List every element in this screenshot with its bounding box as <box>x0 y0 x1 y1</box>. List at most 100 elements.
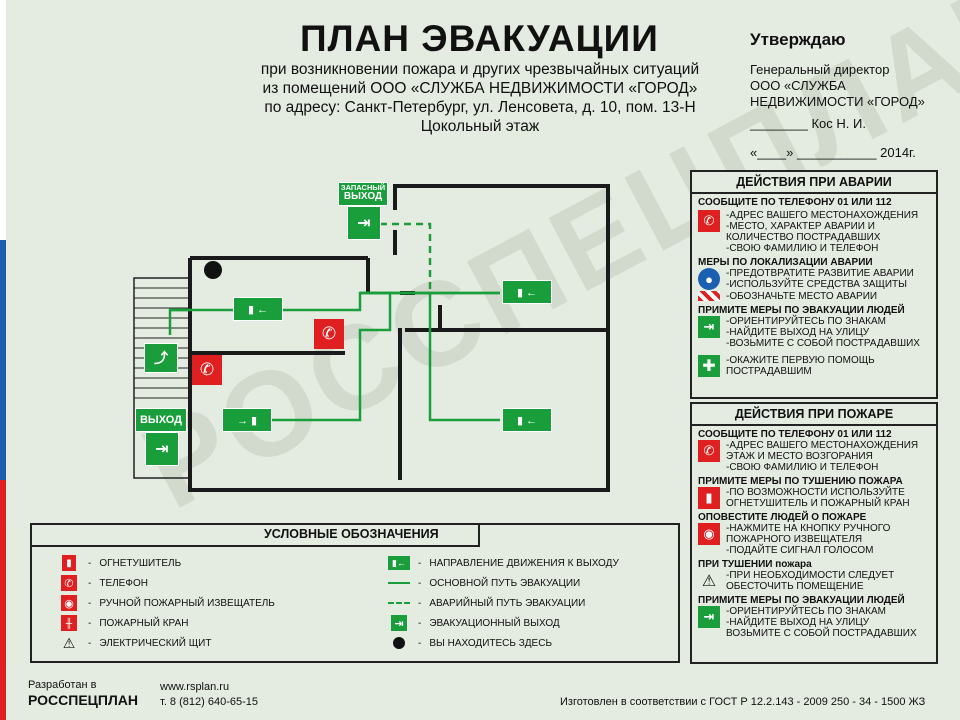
approval-date: «____» ___________ 2014г. <box>750 145 916 160</box>
approval-line2: ООО «СЛУЖБА <box>750 78 846 93</box>
dash: - <box>88 637 92 649</box>
you-are-here-icon <box>393 637 405 649</box>
legend-label: ВЫ НАХОДИТЕСЬ ЗДЕСЬ <box>429 637 552 649</box>
walls <box>188 184 610 492</box>
legend-title: УСЛОВНЫЕ ОБОЗНАЧЕНИЯ <box>32 525 480 547</box>
legend-item: ⚠ - ЭЛЕКТРИЧЕСКИЙ ЩИТ <box>58 633 388 653</box>
text-line: -ОРИЕНТИРУЙТЕСЬ ПО ЗНАКАМ <box>726 316 886 327</box>
legend-item: - ВЫ НАХОДИТЕСЬ ЗДЕСЬ <box>388 633 668 653</box>
direction-sign-2: → ▮ <box>222 408 272 432</box>
dash: - <box>418 637 422 649</box>
legend-label: ОСНОВНОЙ ПУТЬ ЭВАКУАЦИИ <box>429 577 581 589</box>
phone-icon: ✆ <box>61 575 77 591</box>
phone-icon: ✆ <box>698 440 720 462</box>
fire-hydrant-icon: ╫ <box>61 615 77 631</box>
dash: - <box>418 597 422 609</box>
spare-exit-line2: ВЫХОД <box>343 191 383 202</box>
floor-plan <box>133 184 610 492</box>
legend-label: ПОЖАРНЫЙ КРАН <box>99 617 189 629</box>
text-line: -НАЖМИТЕ НА КНОПКУ РУЧНОГО <box>726 523 891 534</box>
you-are-here-icon <box>204 261 222 279</box>
subtitle-line-4: Цокольный этаж <box>420 118 540 135</box>
evacuation-exit-icon: ⇥ <box>698 316 720 338</box>
text-line: -АДРЕС ВАШЕГО МЕСТОНАХОЖДЕНИЯ <box>726 210 919 221</box>
legend-item: - ОСНОВНОЙ ПУТЬ ЭВАКУАЦИИ <box>388 573 668 593</box>
text-line: ЭТАЖ И МЕСТО ВОЗГОРАНИЯ <box>726 451 873 462</box>
legend-label: АВАРИЙНЫЙ ПУТЬ ЭВАКУАЦИИ <box>429 597 586 609</box>
protection-icon: ● <box>698 268 720 290</box>
solid-line-icon <box>388 581 410 585</box>
emergency-evacuation-route <box>380 222 432 293</box>
approval-signature: ________ Кос Н. И. <box>750 116 866 131</box>
text-line: -ОБОЗНАЧЬТЕ МЕСТО АВАРИИ <box>726 291 878 302</box>
legend-item: ◉ - РУЧНОЙ ПОЖАРНЫЙ ИЗВЕЩАТЕЛЬ <box>58 593 388 613</box>
legend-label: НАПРАВЛЕНИЕ ДВИЖЕНИЯ К ВЫХОДУ <box>429 557 619 569</box>
subtitle-line-1: при возникновении пожара и других чрезвы… <box>260 61 700 78</box>
fire-section-5-heading: ПРИМИТЕ МЕРЫ ПО ЭВАКУАЦИИ ЛЮДЕЙ <box>698 595 905 606</box>
footer-standard: Изготовлен в соответствии с ГОСТ Р 12.2.… <box>560 696 926 708</box>
legend-item: ✆ - ТЕЛЕФОН <box>58 573 388 593</box>
direction-sign-4: ▮ ← <box>502 408 552 432</box>
text-line: -АДРЕС ВАШЕГО МЕСТОНАХОЖДЕНИЯ <box>726 440 919 451</box>
approval-heading: Утверждаю <box>750 30 846 49</box>
accident-panel: ДЕЙСТВИЯ ПРИ АВАРИИ СООБЩИТЕ ПО ТЕЛЕФОНУ… <box>690 170 938 399</box>
fire-alarm-icon: ◉ <box>698 523 720 545</box>
text-line: ВОЗЬМИТЕ С СОБОЙ ПОСТРАДАВШИХ <box>726 628 917 639</box>
legend-label: ЭВАКУАЦИОННЫЙ ВЫХОД <box>429 617 560 629</box>
extinguisher-icon: ▮ <box>62 555 76 571</box>
direction-arrow-icon: ▮← <box>388 556 410 570</box>
accident-panel-title: ДЕЙСТВИЯ ПРИ АВАРИИ <box>692 172 936 194</box>
legend-item: ╫ - ПОЖАРНЫЙ КРАН <box>58 613 388 633</box>
fire-alarm-icon: ◉ <box>61 595 77 611</box>
dash: - <box>418 577 422 589</box>
dash: - <box>88 617 92 629</box>
stairs <box>133 277 191 479</box>
text-line: -ОКАЖИТЕ ПЕРВУЮ ПОМОЩЬ <box>726 355 875 366</box>
text-line: -ПО ВОЗМОЖНОСТИ ИСПОЛЬЗУЙТЕ <box>726 487 905 498</box>
phone-icon: ✆ <box>698 210 720 232</box>
text-line: ПОСТРАДАВШИМ <box>726 366 812 377</box>
text-line: -НАЙДИТЕ ВЫХОД НА УЛИЦУ <box>726 617 870 628</box>
dash: - <box>88 557 92 569</box>
dash: - <box>88 577 92 589</box>
text-line: -ПРИ НЕОБХОДИМОСТИ СЛЕДУЕТ <box>726 570 895 581</box>
accident-section-2-heading: МЕРЫ ПО ЛОКАЛИЗАЦИИ АВАРИИ <box>698 257 873 268</box>
electric-hazard-icon: ⚠ <box>62 634 76 651</box>
footer-phone: т. 8 (812) 640-65-15 <box>160 696 258 708</box>
legend-label: ЭЛЕКТРИЧЕСКИЙ ЩИТ <box>99 637 212 649</box>
fire-section-4-heading: ПРИ ТУШЕНИИ пожара <box>698 559 812 570</box>
text-line: -НАЙДИТЕ ВЫХОД НА УЛИЦУ <box>726 327 870 338</box>
electric-hazard-icon: ⚠ <box>701 573 717 590</box>
legend-item: ⇥ - ЭВАКУАЦИОННЫЙ ВЫХОД <box>388 613 668 633</box>
flag-stripe <box>0 0 6 720</box>
hazard-stripe-icon <box>698 291 720 301</box>
subtitle-line-3: по адресу: Санкт-Петербург, ул. Ленсовет… <box>264 99 696 116</box>
footer-site: www.rsplan.ru <box>160 681 230 693</box>
first-aid-icon: ✚ <box>698 355 720 377</box>
footer-dev-label: Разработан в <box>28 679 97 691</box>
evacuation-exit-icon: ⇥ <box>698 606 720 628</box>
subtitle-line-2: из помещений ООО «СЛУЖБА НЕДВИЖИМОСТИ «Г… <box>262 80 698 97</box>
text-line: ОБЕСТОЧИТЬ ПОМЕЩЕНИЕ <box>726 581 864 592</box>
text-line: КОЛИЧЕСТВО ПОСТРАДАВШИХ <box>726 232 881 243</box>
legend-label: ОГНЕТУШИТЕЛЬ <box>99 557 182 569</box>
approval-line3: НЕДВИЖИМОСТИ «ГОРОД» <box>750 94 925 109</box>
legend-left-column: ▮ - ОГНЕТУШИТЕЛЬ ✆ - ТЕЛЕФОН ◉ - РУЧНОЙ … <box>58 553 388 653</box>
phone-icon: ✆ <box>314 319 344 349</box>
legend-item: ▮← - НАПРАВЛЕНИЕ ДВИЖЕНИЯ К ВЫХОДУ <box>388 553 668 573</box>
spare-exit-line1: ЗАПАСНЫЙ <box>340 183 386 192</box>
legend-right-column: ▮← - НАПРАВЛЕНИЕ ДВИЖЕНИЯ К ВЫХОДУ - ОСН… <box>388 553 668 653</box>
text-line: ОГНЕТУШИТЕЛЬ И ПОЖАРНЫЙ КРАН <box>726 498 910 509</box>
evacuation-exit-icon: ⇥ <box>391 615 407 631</box>
secondary-solid-route <box>170 291 500 312</box>
exit-sign: ВЫХОД <box>135 408 187 432</box>
text-line: -СВОЮ ФАМИЛИЮ И ТЕЛЕФОН <box>726 243 879 254</box>
text-line: -ИСПОЛЬЗУЙТЕ СРЕДСТВА ЗАЩИТЫ <box>726 279 907 290</box>
extinguisher-icon: ▮ <box>698 487 720 509</box>
dashed-line-icon <box>388 602 410 604</box>
text-line: -СВОЮ ФАМИЛИЮ И ТЕЛЕФОН <box>726 462 879 473</box>
fire-section-3-heading: ОПОВЕСТИТЕ ЛЮДЕЙ О ПОЖАРЕ <box>698 512 867 523</box>
dash: - <box>88 597 92 609</box>
footer-brand: РОССПЕЦПЛАН <box>28 692 138 708</box>
fire-panel-title: ДЕЙСТВИЯ ПРИ ПОЖАРЕ <box>692 404 936 426</box>
